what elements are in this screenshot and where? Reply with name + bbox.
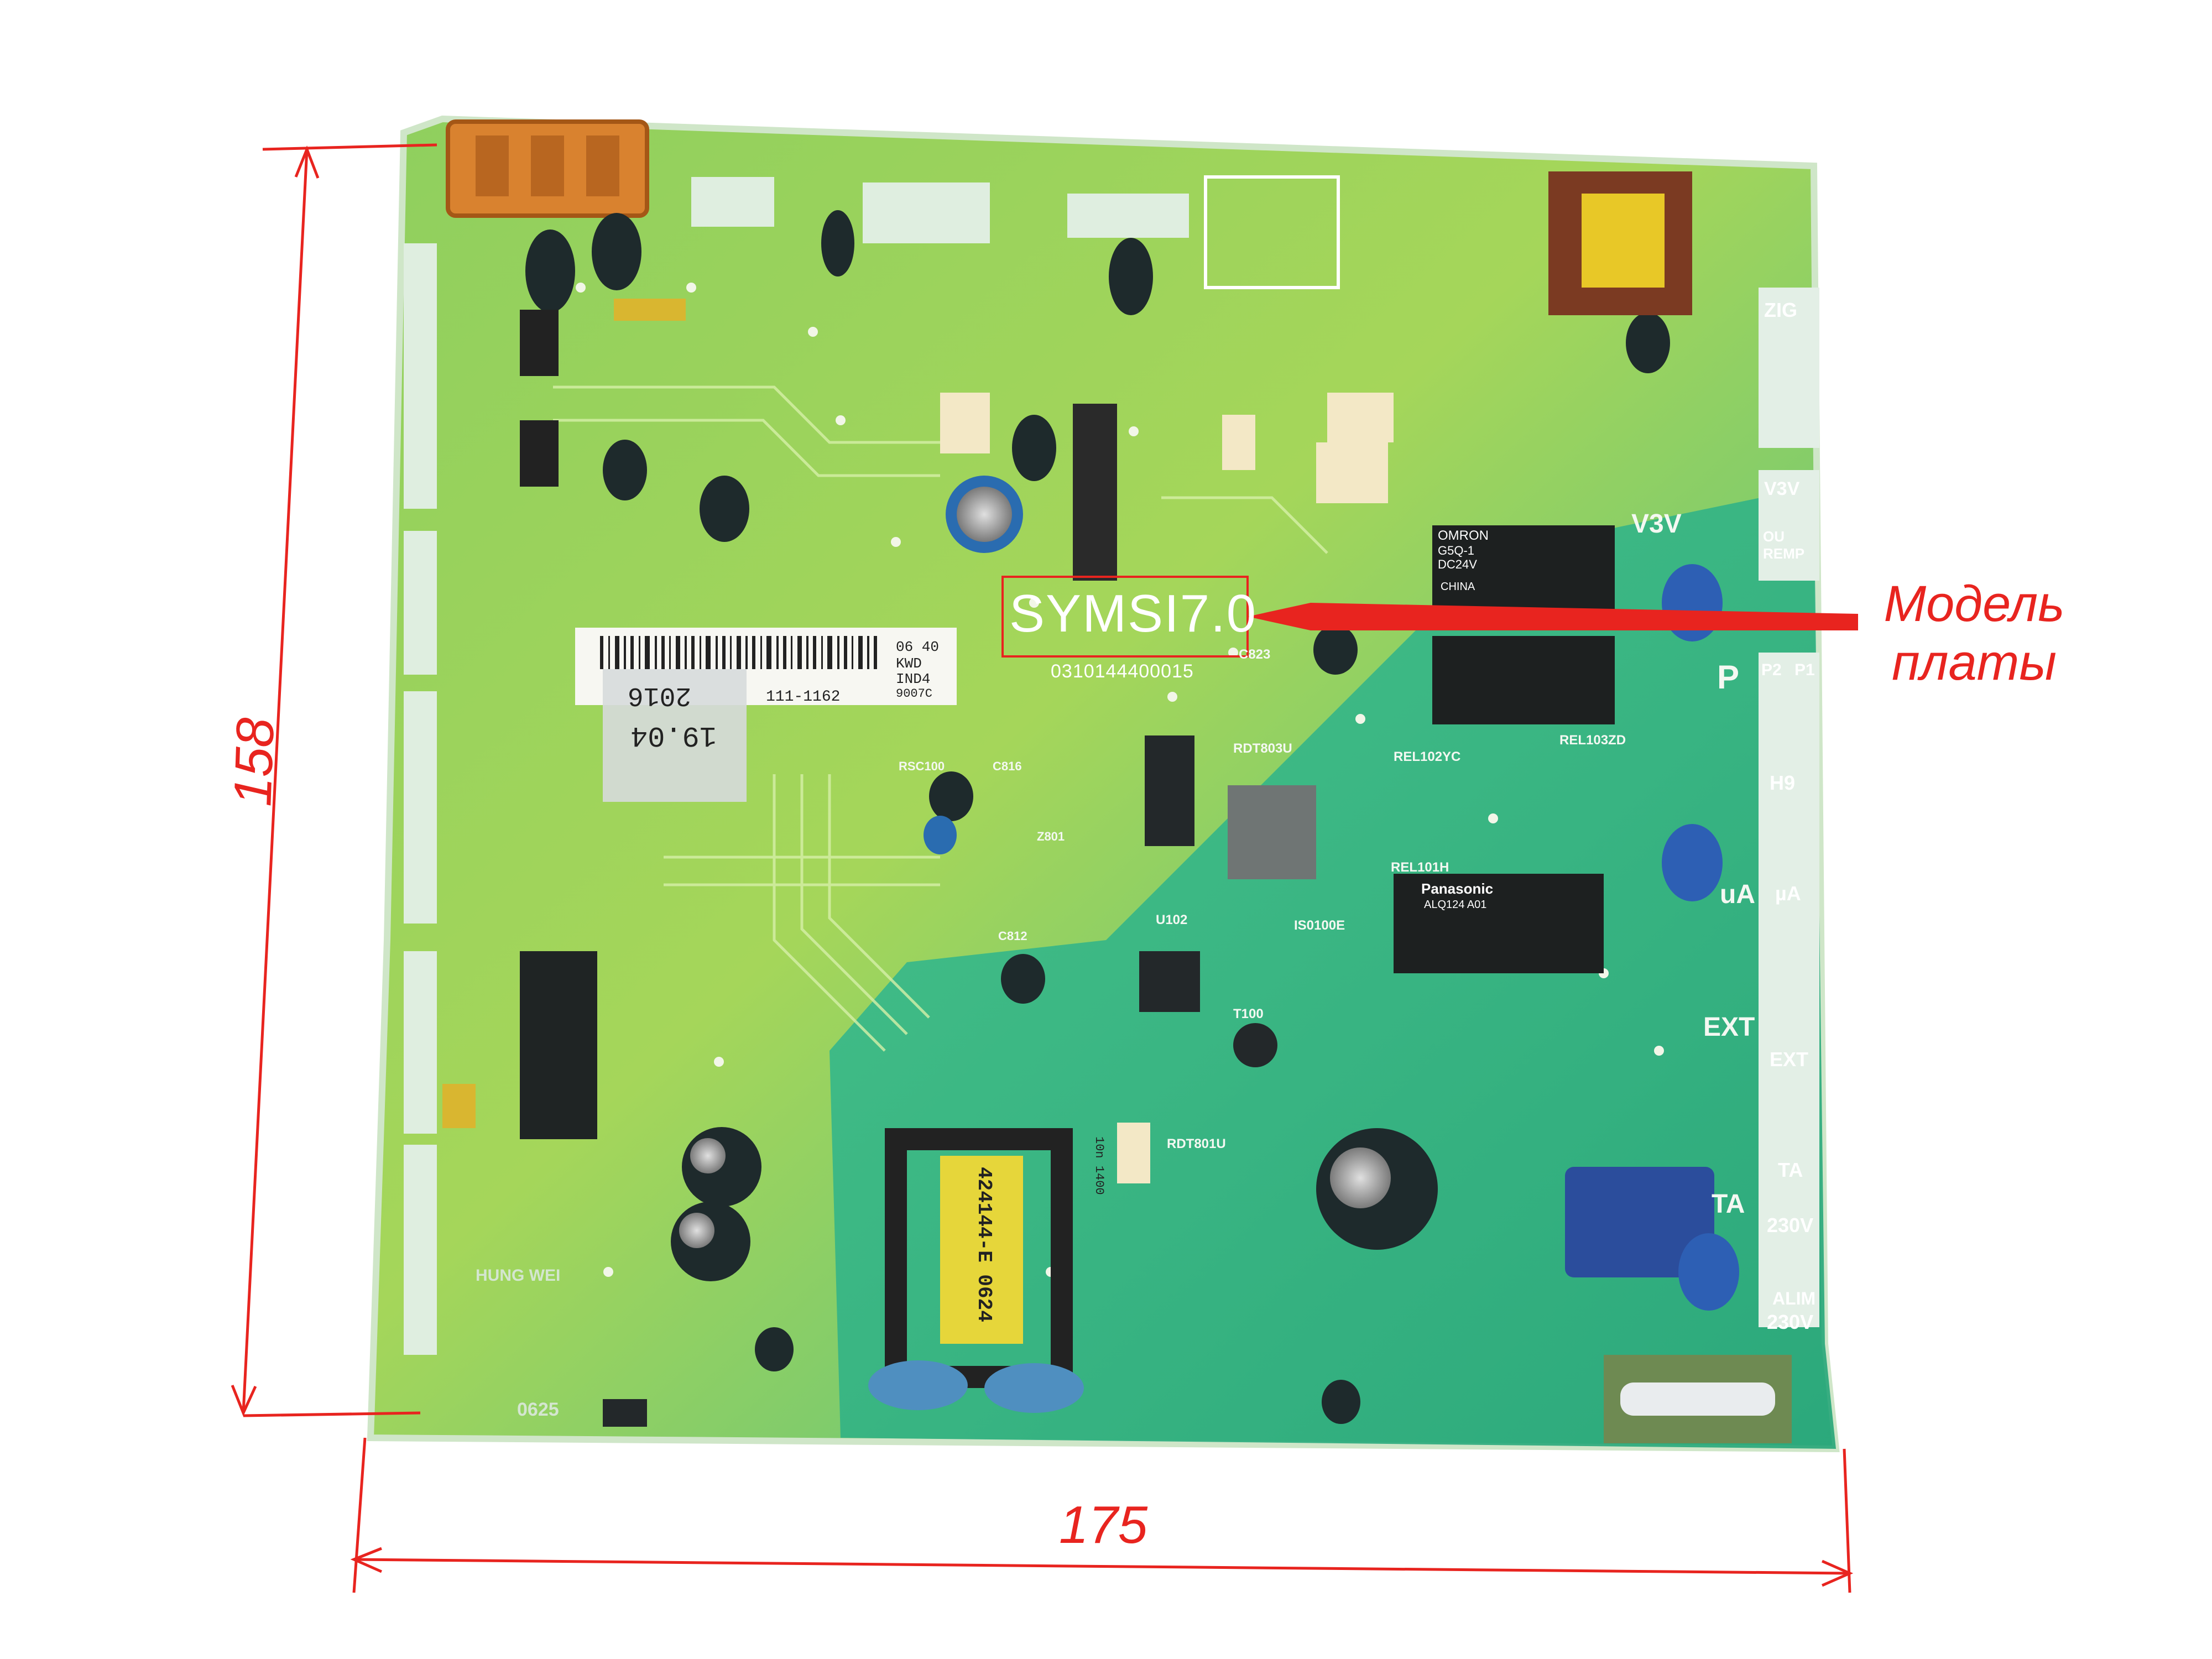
- callout-line-1: Модель: [1884, 576, 2065, 632]
- sticker-date: 19.04: [630, 719, 717, 752]
- barcode-sticker: [575, 628, 957, 802]
- ics: [520, 310, 1316, 1427]
- transformer-code: 424144-E 0624: [973, 1167, 995, 1322]
- ref-t100: T100: [1233, 1006, 1264, 1021]
- board-serial-text: 0310144400015: [1051, 661, 1194, 682]
- dimension-width-line: [350, 1437, 1854, 1593]
- silk-ta: TA: [1712, 1190, 1745, 1219]
- callout-arrow: [1248, 603, 1858, 630]
- capacitors: [525, 210, 1670, 1424]
- edge-label-zig: ZIG: [1764, 299, 1797, 321]
- dimension-height-line: [231, 143, 437, 1417]
- relay3-model: ALQ124 A01: [1424, 899, 1487, 911]
- edge-label-h9: H9: [1770, 771, 1796, 794]
- silk-v3v: V3V: [1631, 509, 1682, 539]
- ref-u102: U102: [1156, 912, 1188, 927]
- edge-label-p1: P1: [1794, 661, 1815, 679]
- ref-rdt803: RDT803U: [1233, 741, 1292, 756]
- solder-pads: [576, 283, 1664, 1277]
- edge-label-ta: TA: [1778, 1159, 1803, 1181]
- silk-ua: uA: [1720, 880, 1755, 909]
- sticker-code3: IND4: [896, 671, 931, 687]
- fuse-holder: [1604, 1355, 1792, 1443]
- edge-label-p2: P2: [1761, 661, 1782, 679]
- ref-z801: Z801: [1037, 830, 1065, 843]
- pcb-traces: [553, 385, 1328, 1052]
- film-cap-code: 10n 1400: [1092, 1136, 1106, 1195]
- ref-rsc100: RSC100: [899, 759, 945, 773]
- sticker-code4: 9007C: [896, 687, 933, 701]
- edge-label-ext: EXT: [1770, 1048, 1809, 1071]
- edge-label-alim: ALIM: [1772, 1288, 1816, 1308]
- model-callout: Модель платы: [1864, 575, 2085, 692]
- edge-label-ua: µA: [1775, 882, 1801, 905]
- relay1-brand: OMRON: [1438, 528, 1489, 543]
- height-dimension-label: 158: [223, 717, 285, 807]
- ref-rel103: REL103ZD: [1559, 733, 1626, 748]
- relay1-model: G5Q-1: [1438, 544, 1475, 557]
- date-code: 0625: [517, 1399, 559, 1420]
- ref-rel101: REL101H: [1391, 860, 1449, 875]
- relay1-origin: CHINA: [1441, 581, 1475, 593]
- sticker-part: 111-1162: [766, 688, 841, 706]
- silk-p: P: [1717, 659, 1740, 696]
- width-dimension-label: 175: [1059, 1495, 1148, 1554]
- ref-is0100e: IS0100E: [1294, 918, 1345, 933]
- ref-c812: C812: [998, 929, 1027, 943]
- relay3-brand: Panasonic: [1421, 880, 1494, 897]
- ref-rdt801: RDT801U: [1167, 1136, 1226, 1151]
- ref-c823: C823: [1239, 647, 1271, 662]
- silk-ext: EXT: [1703, 1013, 1755, 1042]
- sticker-code2: KWD: [896, 655, 922, 672]
- edge-label-v3v: V3V: [1764, 478, 1800, 499]
- yellow-parts: [442, 171, 1692, 1388]
- sticker-code1: 06 40: [896, 639, 940, 655]
- relay1-spec: DC24V: [1438, 557, 1477, 571]
- edge-label-230v-1: 230V: [1767, 1214, 1814, 1237]
- edge-label-230v-2: 230V: [1767, 1311, 1814, 1333]
- sticker-year: 2016: [628, 680, 692, 710]
- ref-rel102: REL102YC: [1394, 749, 1461, 764]
- edge-label-ou-remp: OU REMP: [1763, 528, 1805, 562]
- ref-c816: C816: [993, 759, 1022, 773]
- maker-mark: HUNG WEI: [476, 1266, 561, 1285]
- callout-line-2: платы: [1891, 634, 2057, 691]
- board-model-text: SYMSI7.0: [1009, 584, 1258, 643]
